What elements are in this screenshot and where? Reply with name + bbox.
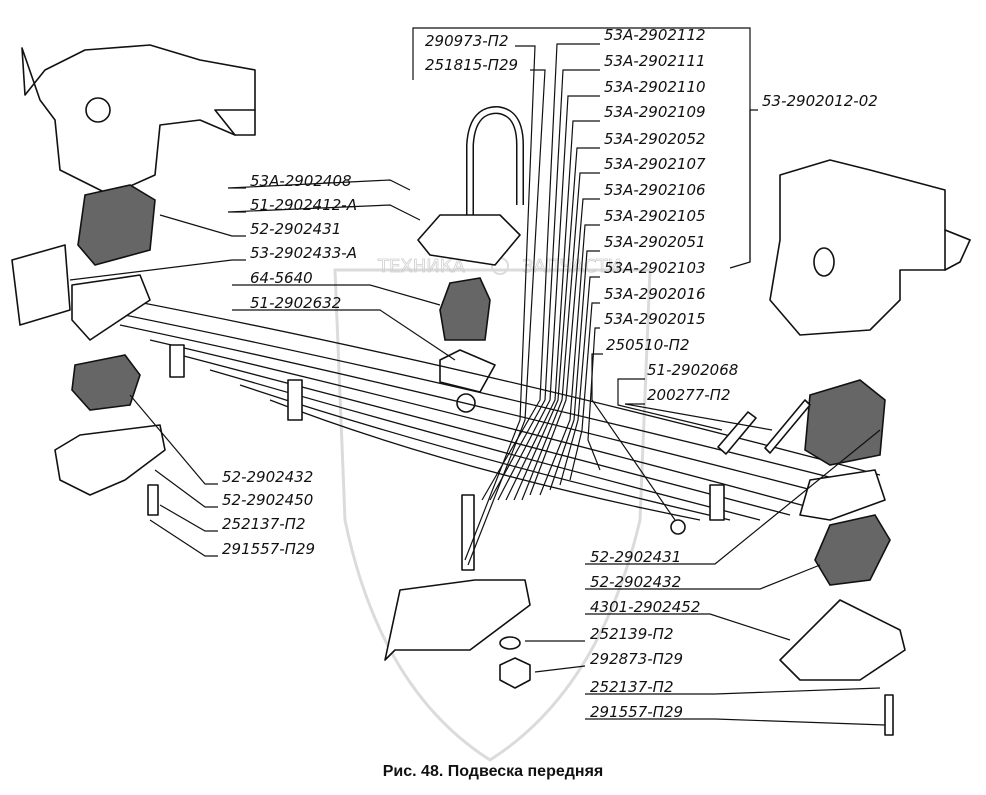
part-label: 51-2902632 (250, 294, 341, 312)
part-label: 4301-2902452 (590, 598, 700, 616)
labels-right-lower: 52-2902431 52-2902432 4301-2902452 25213… (590, 548, 700, 721)
labels-top-box-bottom: 250510-П2 51-2902068 200277-П2 (606, 336, 738, 404)
watermark-text-left: ТЕХНИКА (377, 256, 465, 277)
part-label: 252137-П2 (590, 678, 674, 696)
part-label: 52-2902431 (250, 220, 341, 238)
part-label: 53А-2902107 (604, 155, 706, 173)
leader-lines (69, 43, 886, 726)
part-label: 51-2902412-А (250, 196, 357, 214)
labels-top-box-left: 290973-П2 251815-П29 (425, 32, 518, 74)
part-label: 52-2902431 (590, 548, 681, 566)
part-label: 53А-2902112 (604, 26, 706, 44)
part-label: 53А-2902016 (604, 285, 706, 303)
part-label: 52-2902432 (590, 573, 681, 591)
u-bolt-pad (417, 214, 521, 266)
part-label: 53-2902433-А (250, 244, 357, 262)
part-label: 251815-П29 (425, 56, 518, 74)
part-label: 291557-П29 (590, 703, 683, 721)
frame-bracket-left (21, 44, 256, 196)
part-label: 53А-2902105 (604, 207, 706, 225)
leaf-spring (71, 274, 886, 521)
part-label: 252137-П2 (222, 515, 306, 533)
part-label: 53-2902012-02 (762, 92, 878, 110)
figure-caption: Рис. 48. Подвеска передняя (383, 763, 604, 780)
labels-left-lower: 52-2902432 52-2902450 252137-П2 291557-П… (222, 468, 315, 558)
part-label: 64-5640 (250, 269, 313, 287)
labels-left-upper: 53А-2902408 51-2902412-А 52-2902431 53-2… (250, 172, 357, 312)
part-label: 53А-2902106 (604, 181, 706, 199)
part-label: 292873-П29 (590, 650, 683, 668)
part-label: 290973-П2 (425, 32, 509, 50)
part-label: 53А-2902015 (604, 310, 706, 328)
part-label: 53А-2902103 (604, 259, 706, 277)
part-label: 252139-П2 (590, 625, 674, 643)
part-label: 53А-2902110 (604, 78, 706, 96)
part-label: 200277-П2 (647, 386, 731, 404)
part-label: 52-2902432 (222, 468, 313, 486)
part-label: 53А-2902408 (250, 172, 352, 190)
part-label: 250510-П2 (606, 336, 690, 354)
part-label: 291557-П29 (222, 540, 315, 558)
u-bolts (407, 85, 524, 225)
spring-pads (11, 184, 891, 586)
shock-pin (670, 399, 811, 535)
part-label: 53А-2902109 (604, 103, 706, 121)
lower-brackets (54, 424, 906, 736)
part-label: 53А-2902052 (604, 130, 706, 148)
part-label: 52-2902450 (222, 491, 313, 509)
labels-top-box-right: 53А-2902112 53А-2902111 53А-2902110 53А-… (604, 26, 706, 328)
part-label: 53А-2902111 (604, 52, 706, 70)
part-label: 53А-2902051 (604, 233, 706, 251)
frame-bracket-right (769, 159, 971, 336)
part-label: 51-2902068 (647, 361, 738, 379)
rubber-buffer (439, 277, 496, 413)
